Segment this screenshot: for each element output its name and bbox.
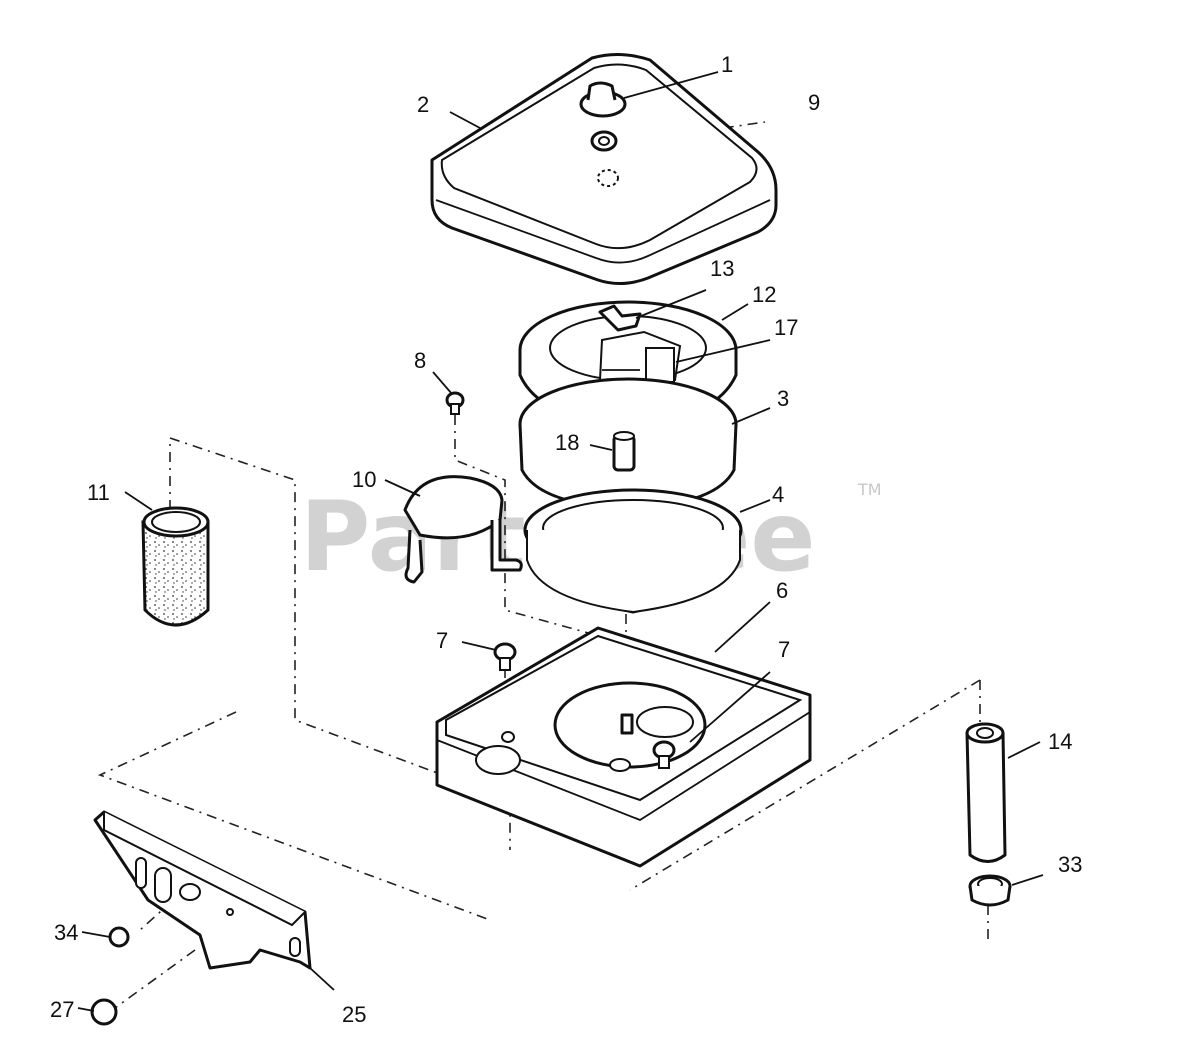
mounting-screw-left [493,642,517,671]
callout-7-left: 7 [436,628,448,653]
callout-leaders [77,71,1044,1012]
callout-14: 14 [1048,729,1072,754]
callout-17: 17 [774,315,798,340]
breather-tube [965,722,1007,863]
filter-element [523,488,743,614]
bracket-screw [445,391,465,415]
air-cleaner-cover [430,53,778,285]
callout-6: 6 [776,578,788,603]
callout-3: 3 [777,386,789,411]
filter-bracket [403,475,523,584]
callout-1: 1 [721,52,733,77]
center-stud [612,431,636,472]
callout-27: 27 [50,997,74,1022]
callout-10: 10 [352,467,376,492]
hex-nut [108,926,130,948]
cover-knob [579,81,627,118]
callout-13: 13 [710,256,734,281]
cover-seal [590,130,619,187]
callout-12: 12 [752,282,776,307]
tube-clamp [968,874,1012,907]
callout-4: 4 [772,482,784,507]
callout-34: 34 [54,920,78,945]
watermark-trademark: TM [857,480,882,499]
callout-8: 8 [414,348,426,373]
hex-bolt [90,998,118,1026]
wing-nut [598,304,642,332]
callout-7-right: 7 [778,637,790,662]
air-cleaner-base [435,626,812,868]
mounting-bracket-plate [93,810,312,970]
mounting-screw-right [652,740,676,769]
foam-pre-filter [141,506,210,627]
callout-11: 11 [87,480,110,505]
callout-labels: 1 2 9 13 12 17 8 3 18 10 11 4 6 7 7 14 3… [50,52,1082,1027]
callout-18: 18 [555,430,579,455]
callout-25: 25 [342,1002,366,1027]
callout-33: 33 [1058,852,1082,877]
callout-9: 9 [808,90,820,115]
callout-2: 2 [417,92,429,117]
